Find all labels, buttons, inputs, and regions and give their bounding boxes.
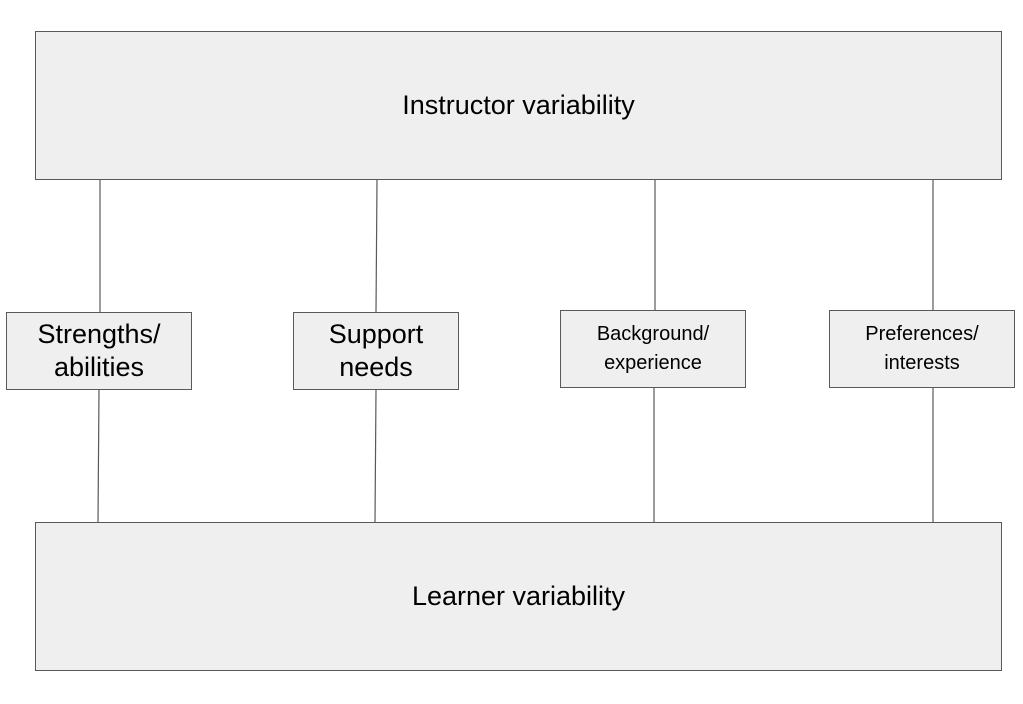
strengths-abilities-label: Strengths/ abilities xyxy=(37,319,161,382)
connector-bottom-1 xyxy=(97,389,100,523)
connector-top-2 xyxy=(375,179,378,313)
learner-variability-label: Learner variability xyxy=(411,581,626,611)
connector-bottom-2 xyxy=(374,389,377,523)
background-experience-box: Background/ experience xyxy=(560,310,746,388)
preferences-interests-box: Preferences/ interests xyxy=(829,310,1015,388)
support-needs-label: Support needs xyxy=(328,319,424,382)
instructor-variability-box: Instructor variability xyxy=(35,31,1002,180)
strengths-abilities-box: Strengths/ abilities xyxy=(6,312,192,390)
preferences-interests-label: Preferences/ interests xyxy=(865,323,979,374)
background-experience-label: Background/ experience xyxy=(596,323,710,374)
support-needs-box: Support needs xyxy=(293,312,459,390)
learner-variability-box: Learner variability xyxy=(35,522,1002,671)
instructor-variability-label: Instructor variability xyxy=(402,90,635,120)
